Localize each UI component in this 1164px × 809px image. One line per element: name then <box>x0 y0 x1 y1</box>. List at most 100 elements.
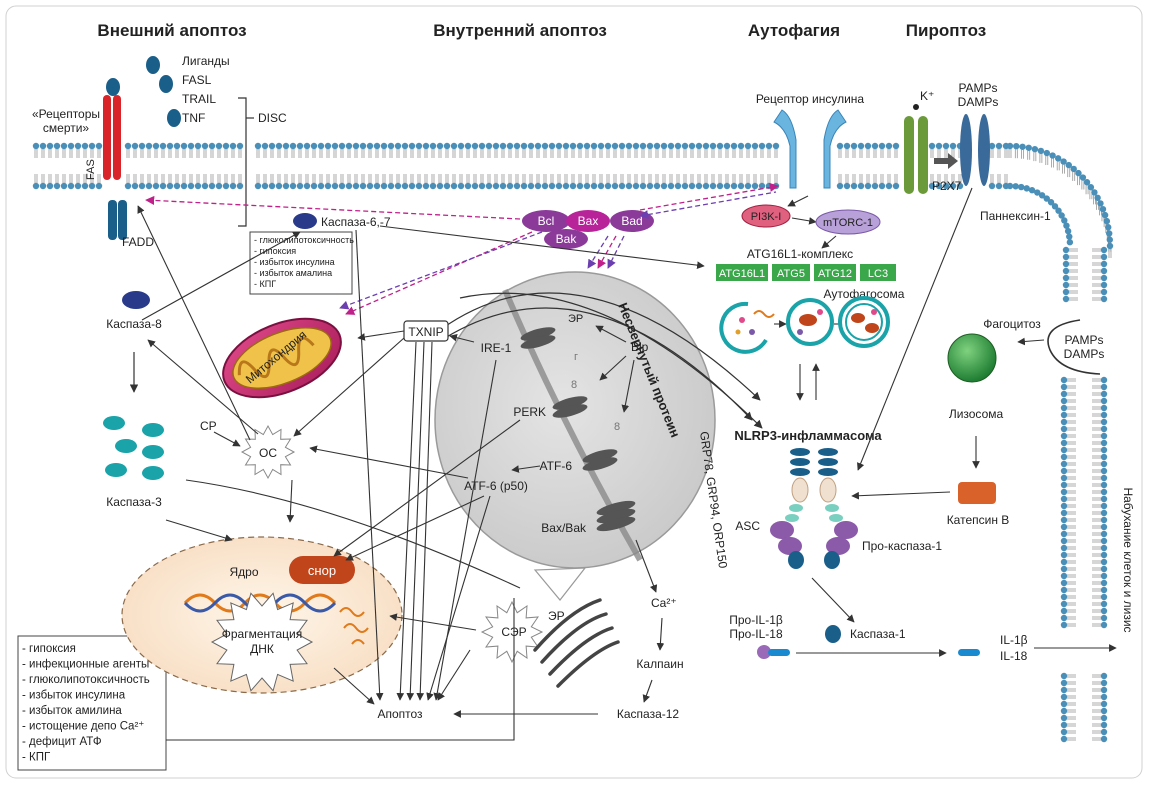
txnip-label: TXNIP <box>408 325 443 339</box>
er-small-label: ЭР <box>568 313 583 325</box>
trail-label: TRAIL <box>182 92 216 106</box>
atf6p50-label: ATF-6 (p50) <box>464 479 528 493</box>
stress-box-large <box>17 635 167 771</box>
lysosome-label: Лизосома <box>949 407 1004 421</box>
stress-item: - избыток амалина <box>254 268 332 278</box>
cathepsin-icon <box>958 482 996 504</box>
chop-badge <box>289 556 355 584</box>
asc-label: ASC <box>735 519 760 533</box>
pannexin-channel <box>960 114 990 186</box>
dna-frag-label-1: Фрагментация <box>222 627 303 641</box>
dna-fragment-burst <box>210 592 314 692</box>
stress-item: - КПГ <box>254 279 276 289</box>
ire1-label: IRE-1 <box>481 341 512 355</box>
ligands-label: Лиганды <box>182 54 230 68</box>
inflammasome-complex <box>770 448 858 569</box>
caspase3-cluster <box>103 416 164 480</box>
stress-list-large: - гипоксия - инфекционные агенты - глюколи… <box>22 643 150 764</box>
k-ion-label: K⁺ <box>920 89 934 103</box>
il18-label: IL-18 <box>1000 649 1028 663</box>
header-autophagy: Аутофагия <box>748 21 840 40</box>
atg16l1-box <box>716 264 768 281</box>
apoptosis-label: Апоптоз <box>377 707 423 721</box>
stress-item: - гипоксия <box>22 643 76 655</box>
dna-frag-label-2: ДНК <box>250 642 274 656</box>
phagocytic-cup <box>1047 319 1101 375</box>
stress-box-small <box>249 231 353 295</box>
death-receptors-label-1: «Рецепторы <box>32 107 100 121</box>
p2x7-channel <box>904 116 928 194</box>
arrow-p2x7-pannexin <box>934 153 958 169</box>
il1b-label: IL-1β <box>1000 633 1028 647</box>
caspase67-label: Каспаза-6,-7 <box>321 215 391 229</box>
stress-list-small: - глюколипотоксичность- гипоксия - избыто… <box>254 235 354 289</box>
fas-label: FAS <box>85 159 97 180</box>
lysosome <box>947 333 997 383</box>
stress-item: - глюколипотоксичность <box>254 235 354 245</box>
il-icon <box>958 649 980 656</box>
caspase12-label: Каспаза-12 <box>617 707 680 721</box>
header-intrinsic: Внутренний апоптоз <box>433 21 607 40</box>
caspase1-label: Каспаза-1 <box>850 627 906 641</box>
stress-item: - избыток инсулина <box>22 690 126 702</box>
header-extrinsic: Внешний апоптоз <box>97 21 246 40</box>
caspase3-label: Каспаза-3 <box>106 495 162 509</box>
inflammasome-title: NLRP3-инфламмасома <box>734 428 882 443</box>
ligands-group <box>106 56 181 127</box>
atg5-label: ATG5 <box>777 268 805 280</box>
fadd-label: FADD <box>122 235 154 249</box>
ligand-icon <box>146 56 160 74</box>
fas-receptor <box>103 95 127 240</box>
atg16l1-label: ATG16L1 <box>719 268 765 280</box>
caspase8-icon <box>122 291 150 309</box>
stress-item: - инфекционные агенты <box>22 659 149 671</box>
bip-glyph: ᴦ <box>574 351 578 363</box>
caspase1-icon <box>825 625 841 643</box>
bip-label: Bip <box>631 340 649 354</box>
insulin-receptor <box>773 109 847 189</box>
proil18-label: Про-IL-18 <box>729 627 783 641</box>
pannexin-label: Паннексин-1 <box>980 209 1051 223</box>
atg5-box <box>772 264 810 281</box>
autophagosome-stages <box>719 296 890 354</box>
bad-label: Bad <box>621 214 642 228</box>
er-tail <box>533 567 587 601</box>
stress-item: - гипоксия <box>254 246 296 256</box>
fasl-label: FASL <box>182 73 212 87</box>
lc3-box <box>860 264 896 281</box>
autophagosome-label: Аутофагосома <box>824 287 905 301</box>
disc-label: DISC <box>258 111 287 125</box>
nucleus-label: Ядро <box>229 565 258 579</box>
stress-item: - дефицит АТФ <box>22 736 102 748</box>
ligand-icon <box>106 78 120 96</box>
cathepsin-label: Катепсин B <box>947 513 1010 527</box>
proil1b-label: Про-IL-1β <box>729 613 783 627</box>
arrow-bcl-to-fas <box>145 195 521 220</box>
p2x7-label: P2X7 <box>932 179 962 193</box>
pamps-label: PAMPs <box>958 81 997 95</box>
stress-item: - глюколипотоксичность <box>22 674 150 686</box>
death-receptors-label-2: смерти» <box>43 121 90 135</box>
er-big-label: ЭР <box>548 609 565 623</box>
stress-item: - КПГ <box>22 752 51 764</box>
svg-text:8: 8 <box>614 421 620 433</box>
pi3k-node <box>741 204 791 228</box>
lc3-label: LC3 <box>868 268 888 280</box>
ser-burst <box>480 600 544 664</box>
swelling-label: Набухание клеток и лизис <box>1121 487 1135 632</box>
bcl-label: Bcl <box>538 214 555 228</box>
stress-item: - истощение депо Ca²⁺ <box>22 721 144 733</box>
bax-label: Bax <box>578 214 599 228</box>
ligand-icon <box>167 109 181 127</box>
baxbak-label: Bax/Bak <box>541 521 587 535</box>
oxidative-stress-burst <box>240 424 296 480</box>
insulin-receptor-label: Рецептор инсулина <box>756 92 865 106</box>
tnf-label: TNF <box>182 111 205 125</box>
damps2-label: DAMPs <box>1064 347 1105 361</box>
calpain-label: Калпаин <box>636 657 683 671</box>
pro-il-icon <box>757 645 771 659</box>
pamps2-label: PAMPs <box>1064 333 1103 347</box>
stress-item: - избыток амилина <box>22 705 122 717</box>
